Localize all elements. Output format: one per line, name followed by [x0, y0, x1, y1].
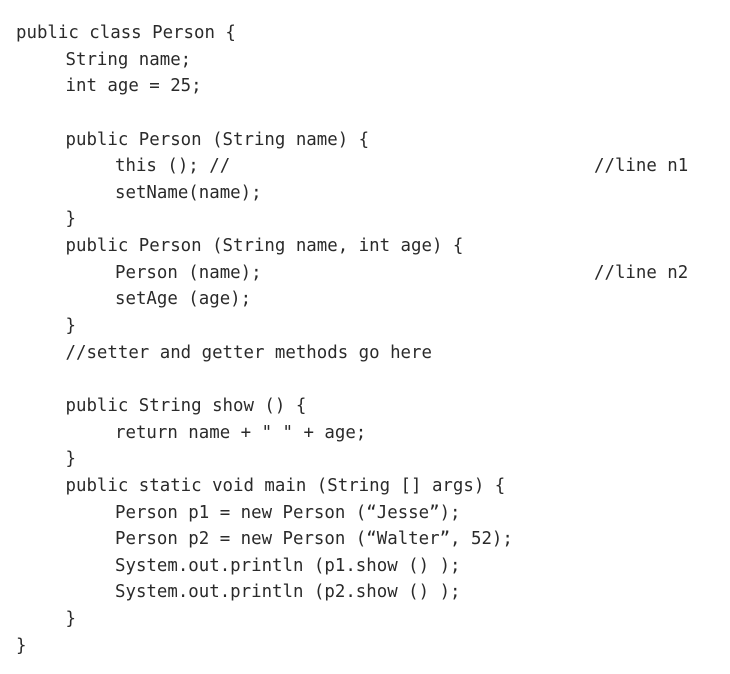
code-text: Person p1 = new Person (“Jesse”);	[115, 502, 461, 523]
code-text: this (); //	[115, 156, 231, 177]
code-text: }	[65, 316, 76, 337]
code-text: }	[65, 209, 76, 230]
code-text: public String show () {	[65, 395, 307, 416]
code-text: //setter and getter methods go here	[65, 342, 432, 363]
code-text: setName(name);	[115, 182, 262, 203]
line-marker-comment: //line n2	[594, 262, 689, 283]
code-text: public class Person {	[16, 23, 236, 43]
code-text: }	[65, 449, 76, 470]
code-text: Person p2 = new Person (“Walter”, 52);	[115, 529, 513, 550]
code-text: Person (name);	[115, 262, 262, 283]
code-text: System.out.println (p1.show () );	[115, 555, 461, 576]
code-text: }	[65, 609, 76, 630]
code-text: System.out.println (p2.show () );	[115, 582, 461, 603]
line-marker-comment: //line n1	[594, 156, 689, 177]
code-text: public Person (String name, int age) {	[65, 236, 464, 257]
code-text: public static void main (String [] args)…	[65, 475, 506, 496]
code-text: String name;	[65, 49, 192, 70]
code-text: return name + " " + age;	[115, 422, 367, 443]
code-text: public Person (String name) {	[65, 129, 370, 150]
code-text: setAge (age);	[115, 289, 252, 310]
code-text: int age = 25;	[65, 76, 202, 97]
code-text: }	[16, 635, 27, 656]
